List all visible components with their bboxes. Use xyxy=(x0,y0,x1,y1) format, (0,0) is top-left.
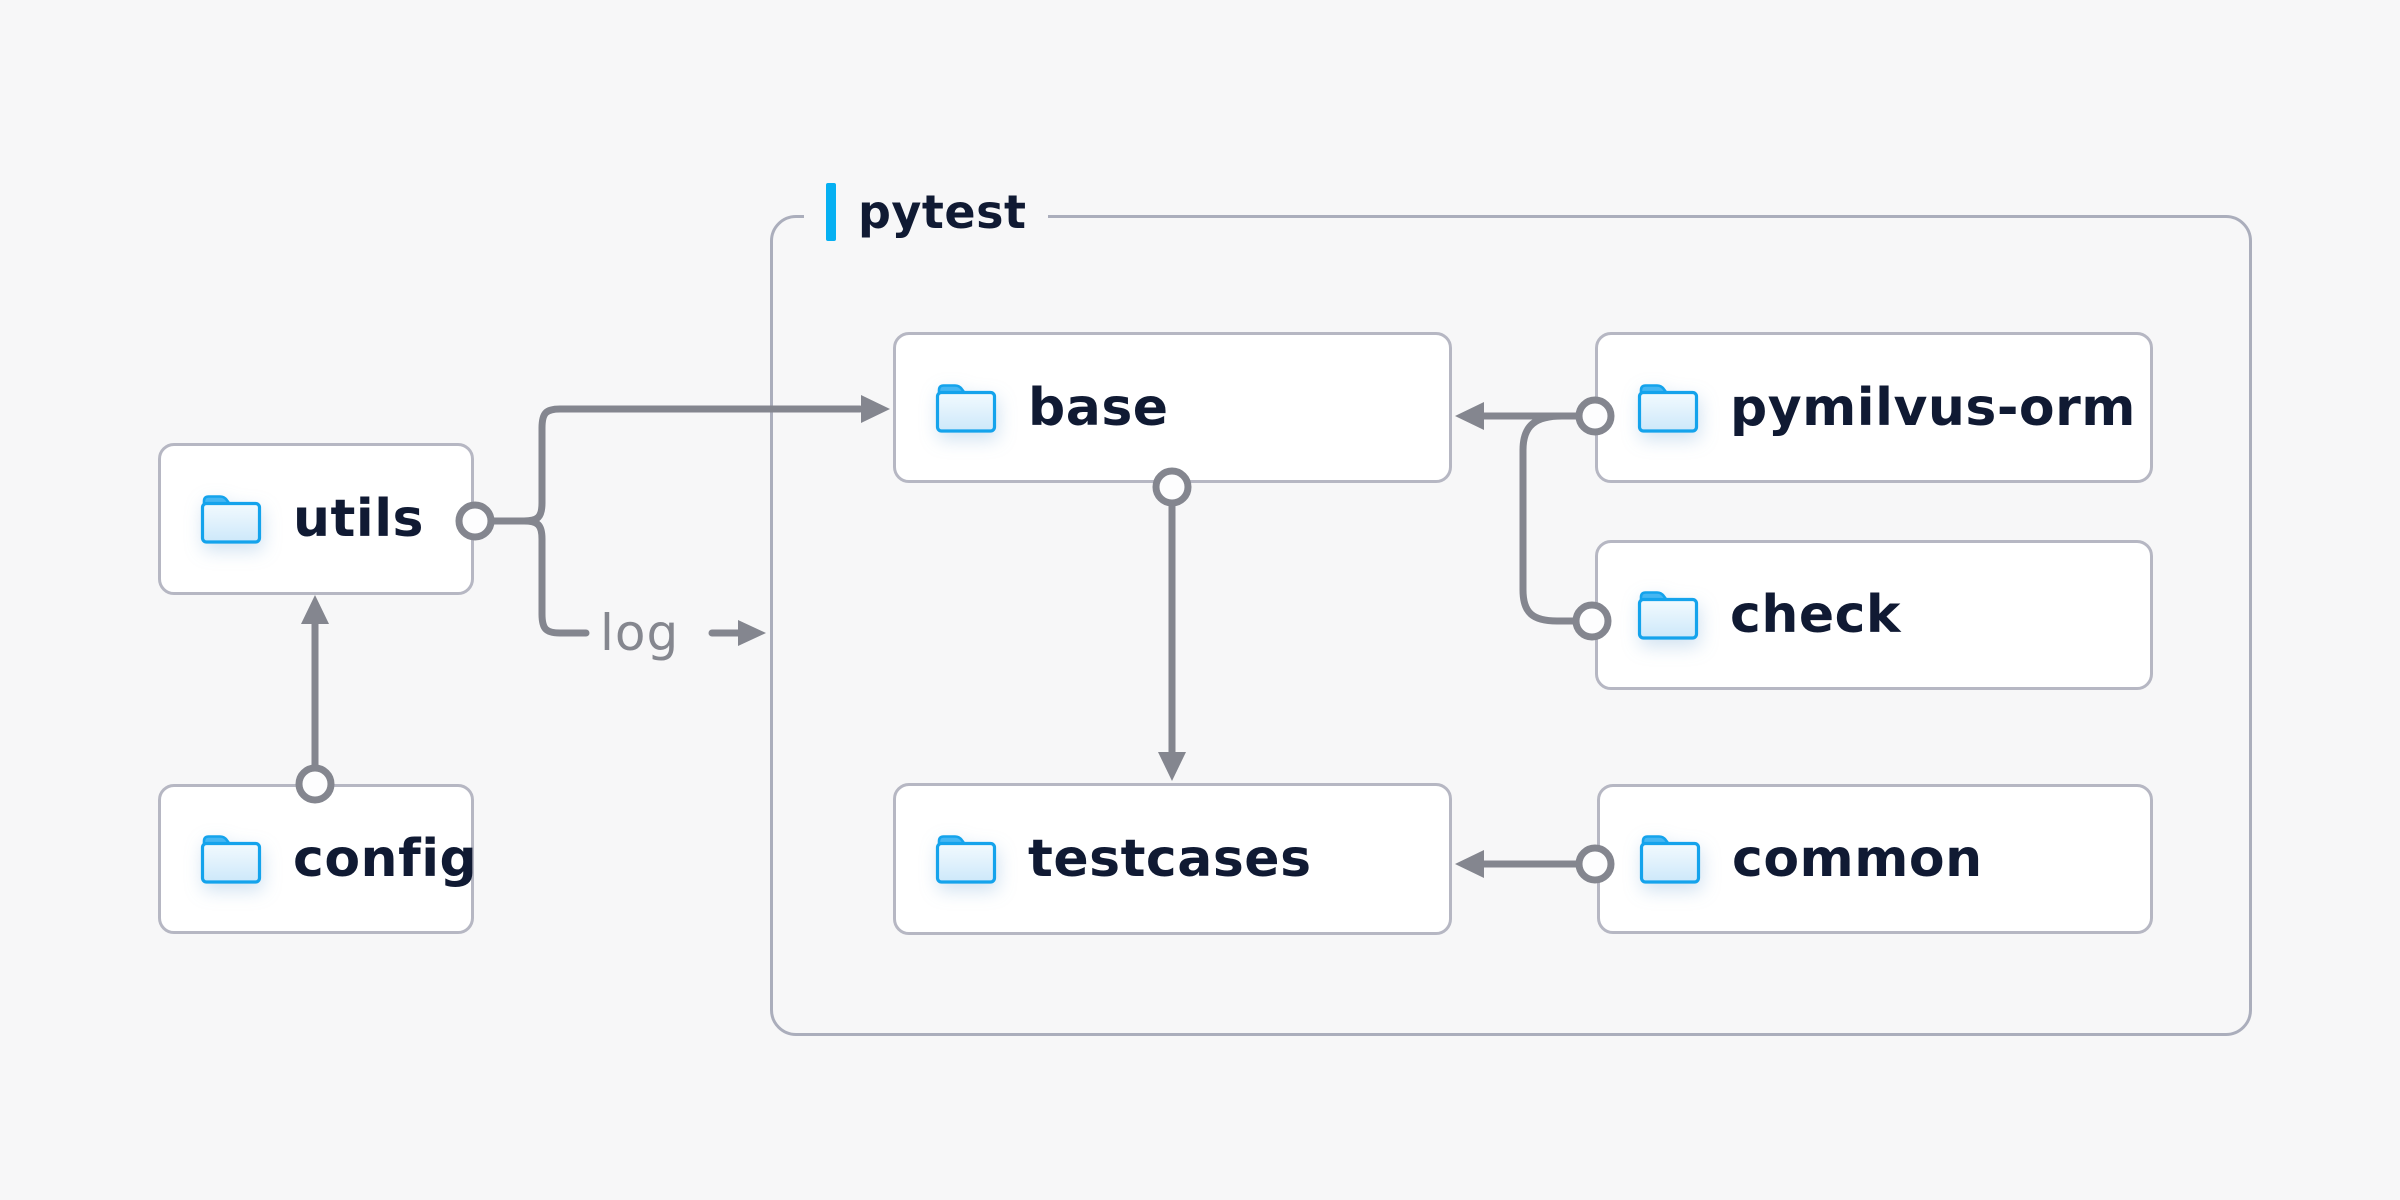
folder-icon xyxy=(1637,383,1699,433)
node-check: check xyxy=(1595,540,2153,690)
folder-icon xyxy=(935,383,997,433)
folder-icon xyxy=(200,835,262,884)
edge-config-to-utils xyxy=(295,595,335,804)
node-config: config xyxy=(158,784,478,934)
node-base: base xyxy=(893,332,1452,483)
folder-icon xyxy=(935,835,997,884)
node-label: testcases xyxy=(1028,829,1312,889)
node-label: utils xyxy=(293,489,424,549)
node-label: base xyxy=(1028,377,1169,438)
node-common: common xyxy=(1597,784,2153,934)
accent-bar-icon xyxy=(826,183,836,241)
pytest-group-label: pytest xyxy=(804,183,1049,241)
group-title: pytest xyxy=(858,185,1027,239)
arrowhead-up-icon xyxy=(301,595,329,624)
arrowhead-right-icon xyxy=(738,620,766,646)
log-label: log xyxy=(600,604,680,662)
node-label: common xyxy=(1732,829,1983,889)
node-label: config xyxy=(293,829,478,889)
node-label: pymilvus-orm xyxy=(1730,377,2136,438)
folder-icon xyxy=(1639,835,1701,884)
node-label: check xyxy=(1730,585,1902,645)
folder-icon xyxy=(1637,591,1699,640)
folder-icon xyxy=(200,495,262,544)
node-pymilvus-orm: pymilvus-orm xyxy=(1595,332,2153,483)
pytest-group-container xyxy=(770,215,2252,1036)
node-testcases: testcases xyxy=(893,783,1452,935)
edge-log-arrow xyxy=(708,620,766,646)
node-utils: utils xyxy=(158,443,474,595)
